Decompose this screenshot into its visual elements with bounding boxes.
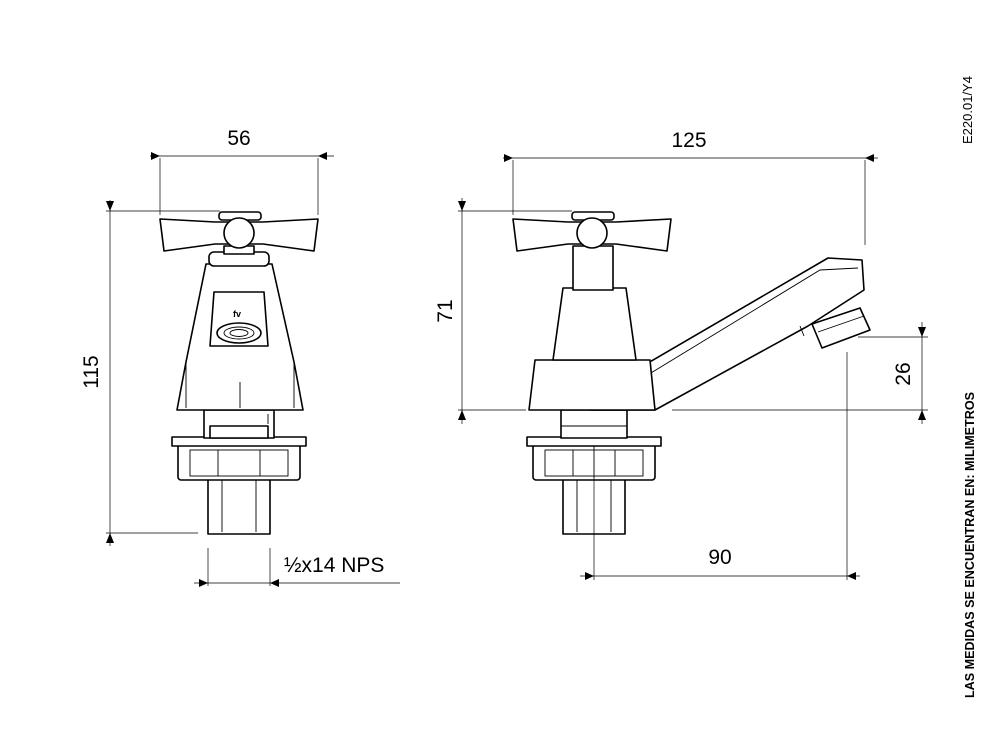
- side-neck: [560, 409, 628, 439]
- dimension-side-length: 125: [503, 129, 878, 245]
- dim-label-90: 90: [708, 546, 731, 569]
- dimension-side-height: 71: [434, 198, 572, 424]
- front-view: fv: [159, 211, 319, 535]
- dimension-front-height: 115: [80, 200, 220, 546]
- side-view: [512, 211, 871, 535]
- dim-label-115: 115: [80, 355, 103, 388]
- front-lock-nut: [177, 443, 301, 481]
- brand-logo: fv: [233, 309, 241, 319]
- side-stem: [572, 245, 614, 291]
- dim-label-thread: ½x14 NPS: [284, 554, 384, 577]
- dim-label-56: 56: [227, 127, 250, 150]
- front-shank: [207, 477, 271, 535]
- dimension-front-width: 56: [150, 127, 334, 215]
- dim-label-125: 125: [671, 129, 706, 152]
- units-note: LAS MEDIDAS SE ENCUENTRAN EN: MILIMETROS: [962, 392, 977, 698]
- dimension-spout-height: 26: [672, 322, 928, 424]
- front-handle-hub: [223, 217, 255, 249]
- side-body: [528, 359, 656, 411]
- dim-label-26: 26: [892, 362, 915, 385]
- side-bonnet: [552, 287, 637, 361]
- side-handle-hub: [576, 217, 608, 249]
- dim-label-71: 71: [434, 299, 457, 322]
- dimension-reach: 90: [580, 352, 860, 580]
- dimension-thread: ½x14 NPS: [194, 548, 400, 587]
- side-aerator: [811, 307, 871, 349]
- front-aerator: [216, 322, 262, 344]
- drawing-code: E220.01/Y4: [960, 76, 975, 144]
